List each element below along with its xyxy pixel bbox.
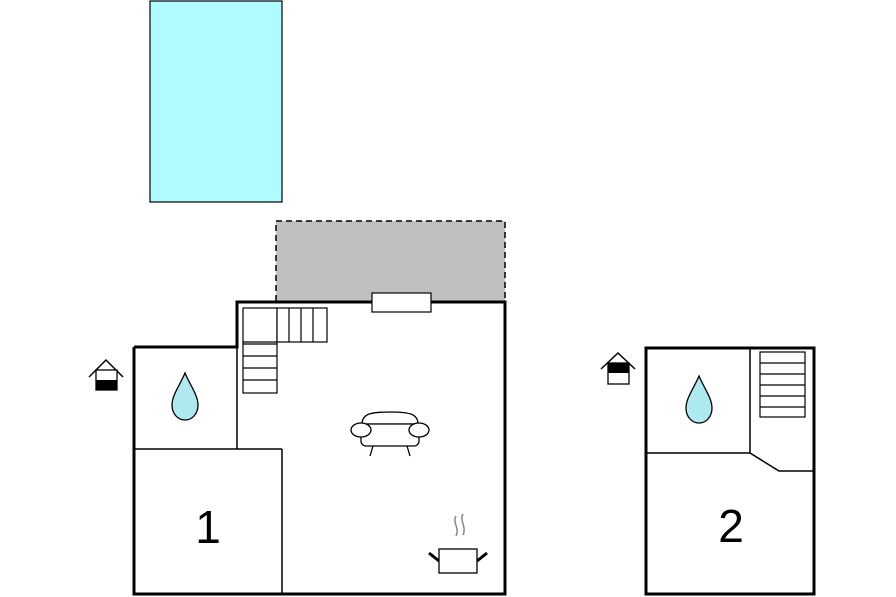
staircase-icon [759, 351, 806, 418]
floor-1-label: 1 [195, 501, 221, 553]
terrace-icon [275, 220, 506, 303]
bathroom-water-drop-icon [685, 374, 713, 424]
floor-1-plan: 1 [88, 292, 507, 596]
staircase-icon [242, 307, 328, 394]
floor-2-label: 2 [718, 500, 744, 552]
sofa-icon [350, 411, 430, 457]
house-ground-floor-icon [88, 358, 124, 391]
floor-2-plan: 2 [600, 346, 816, 596]
kitchen-pot-icon [428, 513, 488, 574]
pool-icon [149, 0, 283, 203]
house-upper-floor-icon [600, 351, 636, 385]
bathroom-water-drop-icon [171, 371, 199, 421]
window-icon [371, 292, 432, 313]
